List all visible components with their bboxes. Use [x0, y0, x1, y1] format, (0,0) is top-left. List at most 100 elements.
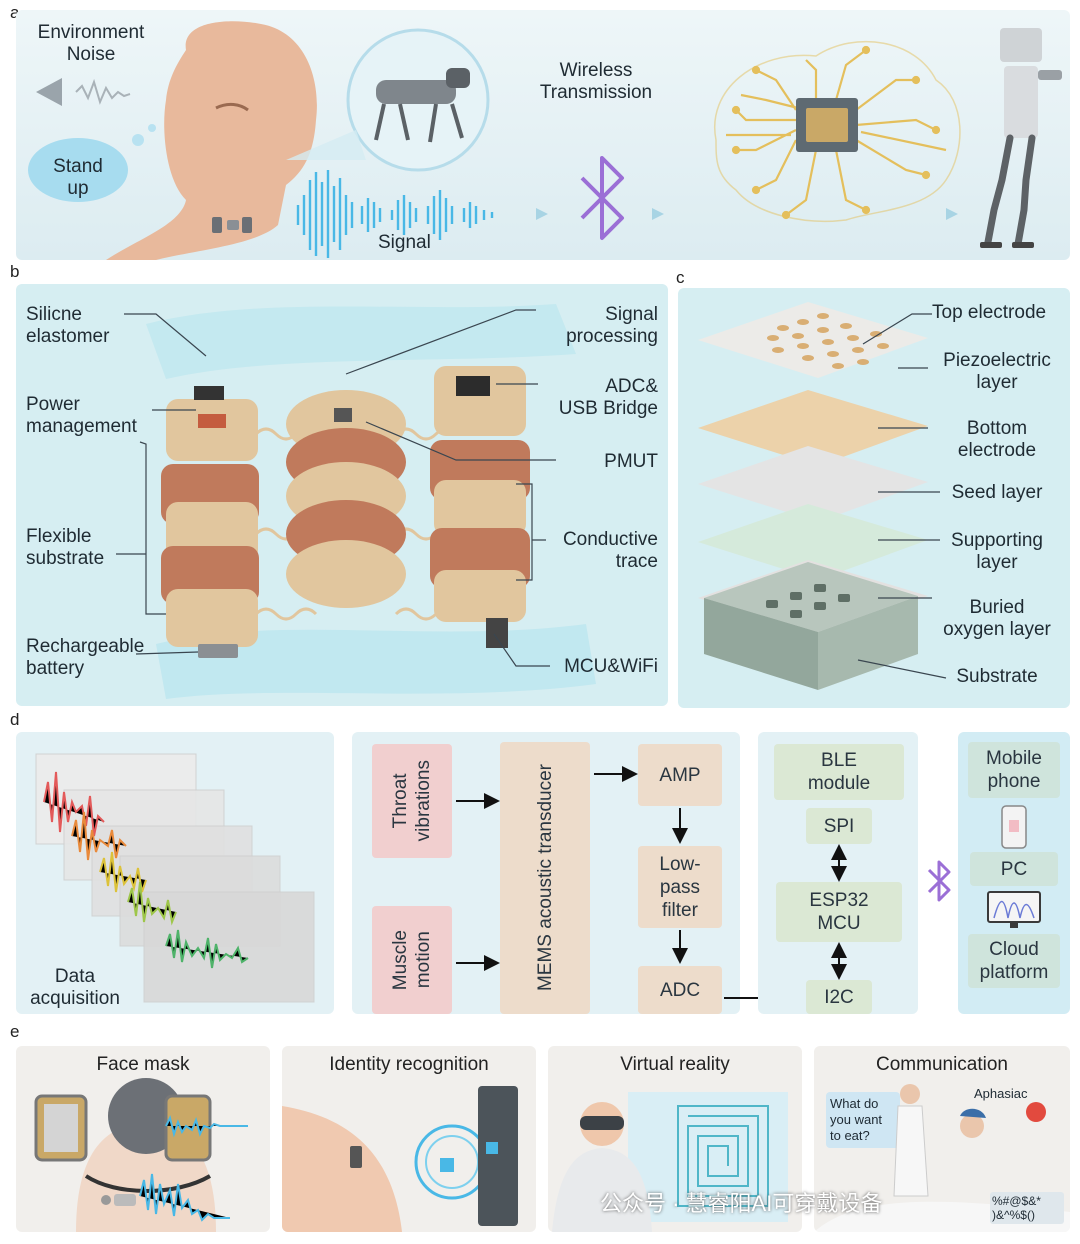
- panel-d-data-acquisition: Data acquisition: [16, 732, 334, 1014]
- amp-label: AMP: [659, 764, 701, 786]
- leader-lines: [116, 309, 556, 667]
- head-illustration: [106, 21, 317, 260]
- mobile-phone-box: Mobile phone: [968, 742, 1060, 798]
- cap-icon: [960, 1108, 986, 1118]
- robot-dog-icon: [376, 80, 456, 104]
- mobile-phone-label: Mobile phone: [986, 748, 1042, 792]
- question-bubble: What do you want to eat?: [826, 1092, 900, 1148]
- substrate-cavities: [766, 584, 850, 618]
- megaphone-icon: [36, 78, 62, 106]
- layer-leader-lines: [857, 313, 947, 679]
- data-acquisition-label: Data acquisition: [30, 966, 120, 1009]
- i2c-label: I2C: [824, 986, 854, 1008]
- silicone-elastomer-label: Silicne elastomer: [26, 304, 110, 347]
- signal-label: Signal: [378, 232, 431, 253]
- cloud-platform-label: Cloud platform: [979, 939, 1049, 983]
- pc-box: PC: [970, 852, 1058, 886]
- card-communication: Communication What do you want to eat? A…: [814, 1046, 1070, 1232]
- mems-transducer-box: MEMS acoustic transducer: [500, 742, 590, 1014]
- noise-wave: [75, 78, 131, 105]
- i2c-box: I2C: [806, 980, 872, 1014]
- spi-label: SPI: [823, 815, 855, 837]
- left-pcb-stack: [161, 386, 259, 647]
- low-pass-label: Low- pass filter: [659, 853, 701, 921]
- eye-line: [215, 102, 249, 112]
- panel-d-signal-chain: Throat vibrations Muscle motion MEMS aco…: [352, 732, 740, 1014]
- garbled-speech-bubble: %#@$&* )&^%$(): [990, 1192, 1064, 1224]
- vr-illustration: [552, 1092, 788, 1232]
- pmut-layer-stack: [698, 302, 947, 690]
- card-virtual-reality: Virtual reality: [548, 1046, 802, 1232]
- lock-icon: [440, 1158, 454, 1172]
- apple-icon: [1026, 1102, 1046, 1122]
- battery-icon: [198, 644, 238, 658]
- aphasiac-label: Aphasiac: [974, 1086, 1028, 1101]
- throat-sensor-icon: [212, 217, 222, 233]
- environment-noise-label: Environment Noise: [37, 22, 145, 65]
- panel-label-e: e: [10, 1022, 20, 1041]
- panel-label-b: b: [10, 262, 20, 281]
- low-pass-filter-box: Low- pass filter: [638, 846, 722, 928]
- ble-label: BLE module: [807, 750, 871, 794]
- pc-label: PC: [1000, 858, 1028, 880]
- substrate-side-left: [704, 598, 818, 690]
- bottom-electrode-shape: [698, 390, 928, 466]
- cloud-platform-box: Cloud platform: [968, 934, 1060, 988]
- panel-d-devices: Mobile phone PC Cloud platform: [958, 732, 1070, 1014]
- identity-illustration: [282, 1086, 518, 1232]
- signal-processing-label: Signal processing: [566, 304, 658, 347]
- face-mask-illustration: [34, 1078, 248, 1232]
- silicone-sheet: [146, 304, 576, 379]
- arrow-2: [652, 208, 664, 220]
- communication-title: Communication: [876, 1054, 1008, 1075]
- substrate-label: Substrate: [956, 666, 1038, 687]
- adc-box: ADC: [638, 966, 722, 1014]
- top-electrode-label: Top electrode: [932, 302, 1047, 323]
- arrow-3: [946, 208, 958, 220]
- muscle-motion-box: Muscle motion: [372, 906, 452, 1014]
- panel-a: Environment Noise Stand up Wireless Tran…: [16, 10, 1070, 260]
- mcu-chain-arrows: [831, 844, 847, 980]
- bluetooth-icon: [580, 156, 624, 240]
- ble-module-box: BLE module: [774, 744, 904, 800]
- throat-vibrations-box: Throat vibrations: [372, 744, 452, 858]
- panel-d-mcu-chain: BLE module SPI ESP32 MCU I2C: [758, 732, 918, 1014]
- adc-label: ADC: [659, 979, 701, 1001]
- piezoelectric-layer-shape: [698, 302, 928, 378]
- panel-label-d: d: [10, 710, 20, 729]
- buried-oxygen-layer-label: Buried oxygen layer: [943, 597, 1051, 640]
- phone-icon: [1001, 805, 1027, 849]
- spi-box: SPI: [806, 808, 872, 844]
- maze: [677, 1105, 769, 1207]
- arrow-1: [536, 208, 548, 220]
- identity-recognition-title: Identity recognition: [329, 1054, 489, 1075]
- device-exploded-view: [116, 304, 596, 699]
- panel-b: Silicne elastomer Power management Flexi…: [16, 284, 668, 706]
- waveform-stack: [35, 753, 315, 1003]
- humanoid-robot-icon: [980, 28, 1062, 248]
- watermark: 公众号 · 慧睿阳AI可穿戴设备: [600, 1191, 883, 1216]
- thought-cloud: [28, 138, 128, 202]
- seed-layer-shape: [698, 446, 928, 522]
- unlock-icon: [486, 1142, 498, 1154]
- face-mask-title: Face mask: [96, 1054, 190, 1075]
- panel-a-illustration: [28, 21, 1062, 260]
- right-pcb-stack: [430, 366, 530, 648]
- middle-pcb-stack: [286, 390, 406, 608]
- panel-c: Top electrode Piezoelectric layer Bottom…: [678, 288, 1070, 708]
- flexible-substrate-label: Flexible substrate: [26, 526, 105, 569]
- panel-label-c: c: [676, 268, 685, 287]
- substrate-side-right: [818, 596, 918, 690]
- esp32-label: ESP32 MCU: [809, 890, 869, 934]
- adc-usb-bridge-label: ADC& USB Bridge: [558, 376, 658, 419]
- neck-sensor-icon: [350, 1146, 362, 1168]
- amp-box: AMP: [638, 744, 722, 806]
- monitor-icon: [987, 891, 1041, 928]
- wireless-transmission-label: Wireless Transmission: [539, 60, 653, 103]
- door-panel: [478, 1086, 518, 1226]
- bottom-electrode-label: Bottom electrode: [957, 418, 1037, 461]
- card-identity-recognition: Identity recognition: [282, 1046, 536, 1232]
- vr-headset-icon: [580, 1116, 624, 1130]
- esp32-mcu-box: ESP32 MCU: [776, 882, 902, 942]
- signal-waveform: [296, 170, 494, 258]
